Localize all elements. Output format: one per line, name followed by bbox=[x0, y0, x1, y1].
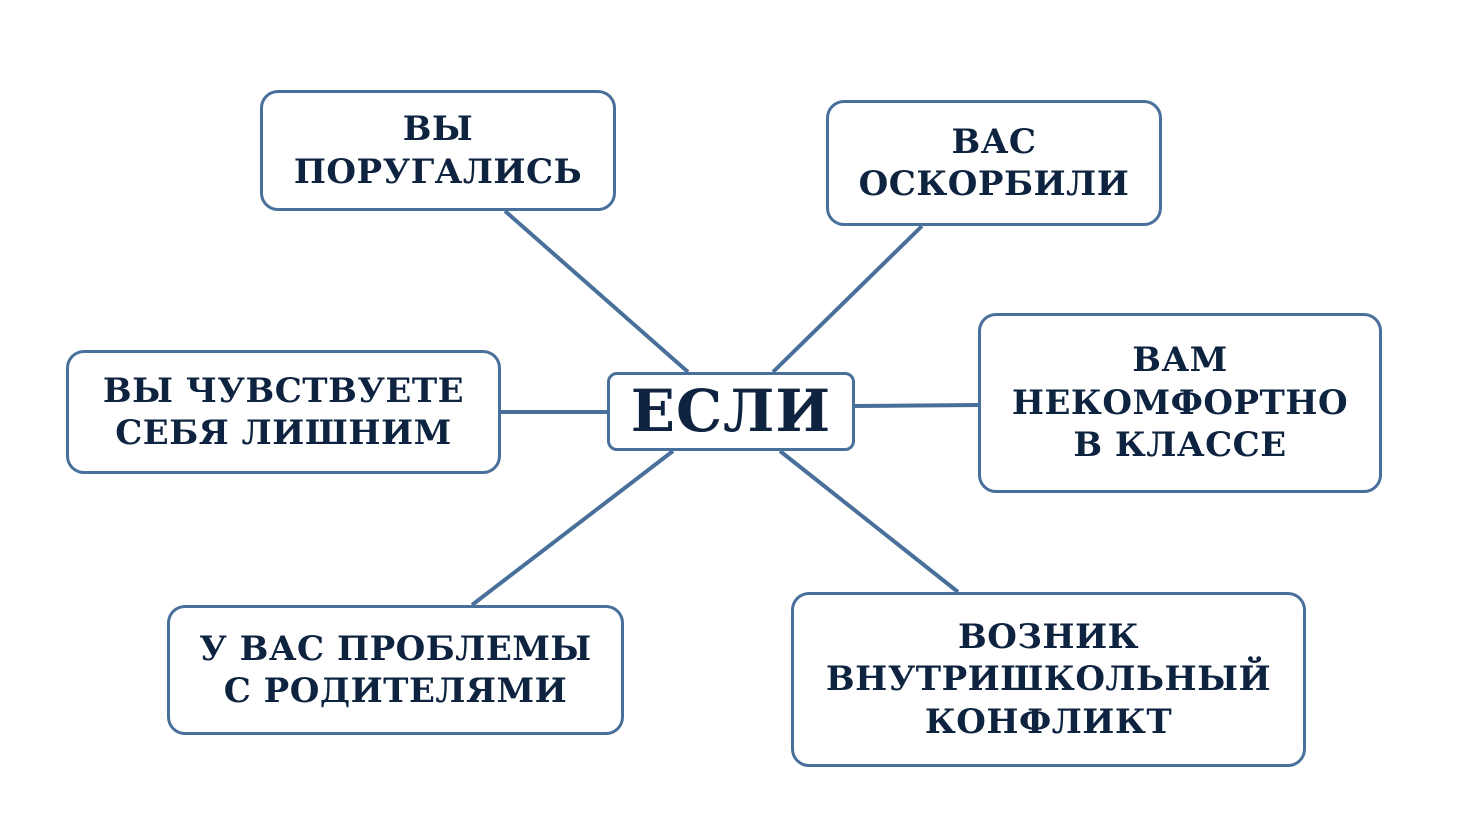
center-node: ЕСЛИ bbox=[607, 372, 855, 451]
node-conflict-line-3: КОНФЛИКТ bbox=[924, 701, 1173, 742]
node-parents-line-1: У ВАС ПРОБЛЕМЫ bbox=[199, 628, 592, 669]
node-quarreled: ВЫ ПОРУГАЛИСЬ bbox=[260, 90, 616, 211]
connector-uncomfortable bbox=[854, 403, 979, 408]
node-uncomfortable: ВАМ НЕКОМФОРТНО В КЛАССЕ bbox=[978, 313, 1382, 493]
node-conflict-line-2: ВНУТРИШКОЛЬНЫЙ bbox=[825, 659, 1272, 700]
node-unwanted: ВЫ ЧУВСТВУЕТЕ СЕБЯ ЛИШНИМ bbox=[66, 350, 501, 474]
node-conflict-line-1: ВОЗНИК bbox=[957, 616, 1140, 657]
node-uncomfortable-line-1: ВАМ bbox=[1132, 340, 1228, 381]
node-unwanted-text: ВЫ ЧУВСТВУЕТЕ СЕБЯ ЛИШНИМ bbox=[103, 370, 464, 455]
node-quarreled-text: ВЫ ПОРУГАЛИСЬ bbox=[294, 108, 582, 193]
node-quarreled-line-1: ВЫ bbox=[402, 109, 474, 149]
node-parents-line-2: С РОДИТЕЛЯМИ bbox=[223, 671, 568, 711]
connector-conflict bbox=[778, 449, 960, 594]
node-quarreled-line-2: ПОРУГАЛИСЬ bbox=[293, 151, 583, 192]
connector-insulted bbox=[771, 224, 924, 374]
node-uncomfortable-line-3: В КЛАССЕ bbox=[1073, 425, 1287, 466]
node-insulted-text: ВАС ОСКОРБИЛИ bbox=[859, 121, 1130, 206]
node-conflict-text: ВОЗНИК ВНУТРИШКОЛЬНЫЙ КОНФЛИКТ bbox=[826, 616, 1271, 744]
connector-quarreled bbox=[503, 209, 690, 374]
center-label: ЕСЛИ bbox=[630, 377, 832, 446]
node-unwanted-line-1: ВЫ ЧУВСТВУЕТЕ bbox=[102, 370, 465, 411]
node-conflict: ВОЗНИК ВНУТРИШКОЛЬНЫЙ КОНФЛИКТ bbox=[791, 592, 1306, 767]
node-parents-text: У ВАС ПРОБЛЕМЫ С РОДИТЕЛЯМИ bbox=[199, 628, 592, 713]
node-insulted-line-2: ОСКОРБИЛИ bbox=[858, 164, 1130, 204]
node-insulted-line-1: ВАС bbox=[951, 121, 1037, 162]
node-uncomfortable-text: ВАМ НЕКОМФОРТНО В КЛАССЕ bbox=[1012, 339, 1348, 467]
node-insulted: ВАС ОСКОРБИЛИ bbox=[826, 100, 1162, 226]
node-unwanted-line-2: СЕБЯ ЛИШНИМ bbox=[115, 413, 452, 453]
node-uncomfortable-line-2: НЕКОМФОРТНО bbox=[1011, 382, 1349, 423]
connector-parents bbox=[470, 449, 675, 607]
node-parents: У ВАС ПРОБЛЕМЫ С РОДИТЕЛЯМИ bbox=[167, 605, 624, 735]
